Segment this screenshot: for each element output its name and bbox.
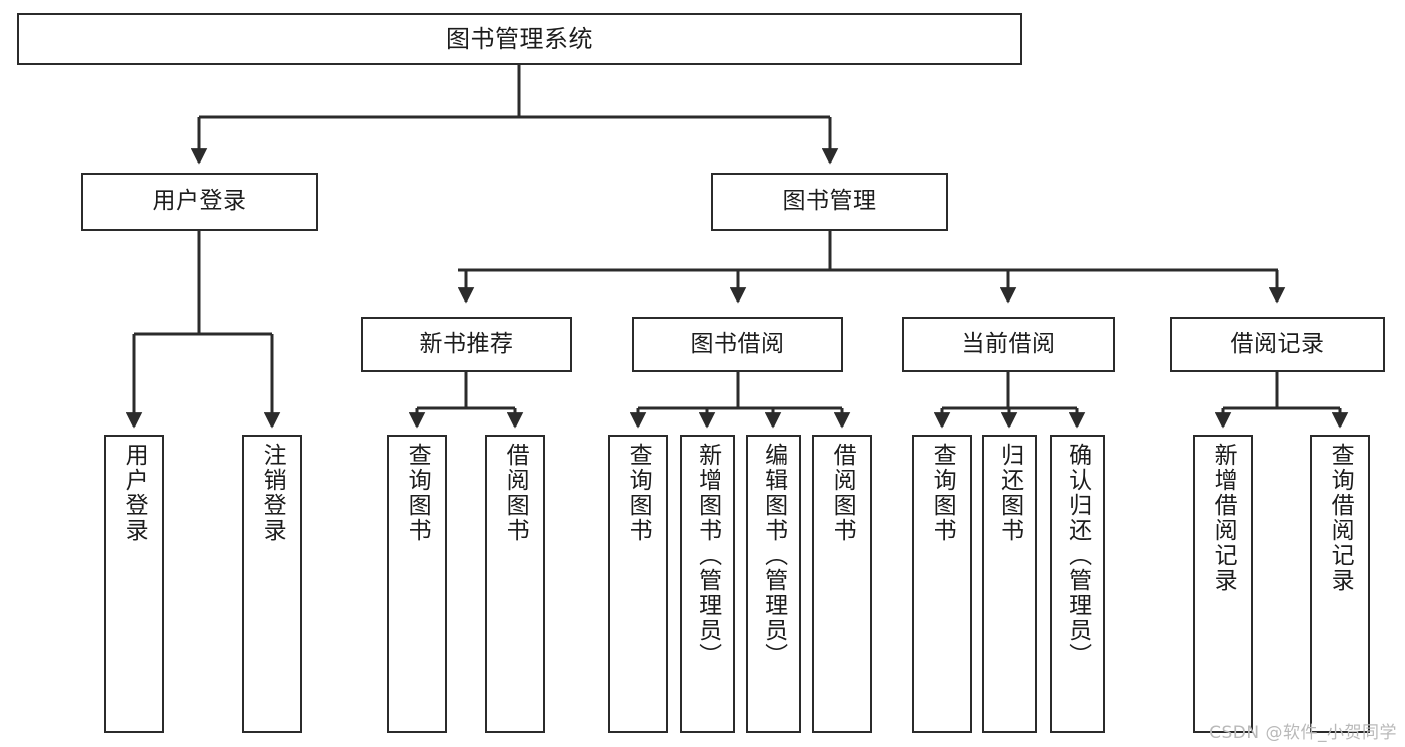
leaf-borrow-book-recommend[interactable]: 借阅图书 xyxy=(485,435,545,733)
leaf-borrow-book-label: 借阅图书 xyxy=(829,443,856,543)
node-user-login[interactable]: 用户登录 xyxy=(81,173,318,231)
node-book-borrow[interactable]: 图书借阅 xyxy=(632,317,843,372)
node-book-borrow-label: 图书借阅 xyxy=(690,330,785,357)
node-current-borrow-label: 当前借阅 xyxy=(961,330,1056,357)
leaf-logout[interactable]: 注销登录 xyxy=(242,435,302,733)
leaf-query-book-recommend[interactable]: 查询图书 xyxy=(387,435,447,733)
leaf-query-book-current-label: 查询图书 xyxy=(929,443,956,543)
leaf-query-book-current[interactable]: 查询图书 xyxy=(912,435,972,733)
leaf-query-borrow-record[interactable]: 查询借阅记录 xyxy=(1310,435,1370,733)
node-root[interactable]: 图书管理系统 xyxy=(17,13,1022,65)
leaf-logout-label: 注销登录 xyxy=(259,443,286,543)
leaf-return-book-label: 归还图书 xyxy=(996,443,1023,543)
leaf-confirm-return-admin-label: 确认归还（管理员） xyxy=(1064,443,1091,668)
leaf-query-borrow-record-label: 查询借阅记录 xyxy=(1327,443,1354,593)
node-book-management[interactable]: 图书管理 xyxy=(711,173,948,231)
leaf-add-book-admin-label: 新增图书（管理员） xyxy=(694,443,721,668)
leaf-edit-book-admin[interactable]: 编辑图书（管理员） xyxy=(746,435,801,733)
node-new-book-recommend-label: 新书推荐 xyxy=(419,330,514,357)
leaf-query-book-borrow-label: 查询图书 xyxy=(625,443,652,543)
node-book-management-label: 图书管理 xyxy=(782,188,877,215)
node-user-login-label: 用户登录 xyxy=(152,188,247,215)
leaf-add-borrow-record[interactable]: 新增借阅记录 xyxy=(1193,435,1253,733)
leaf-add-book-admin[interactable]: 新增图书（管理员） xyxy=(680,435,735,733)
leaf-query-book-recommend-label: 查询图书 xyxy=(404,443,431,543)
node-root-label: 图书管理系统 xyxy=(446,24,593,53)
leaf-user-login-label: 用户登录 xyxy=(121,443,148,543)
leaf-borrow-book-recommend-label: 借阅图书 xyxy=(502,443,529,543)
csdn-watermark: CSDN @软件_小贺同学 xyxy=(1209,723,1397,743)
leaf-edit-book-admin-label: 编辑图书（管理员） xyxy=(760,443,787,668)
leaf-add-borrow-record-label: 新增借阅记录 xyxy=(1210,443,1237,593)
node-new-book-recommend[interactable]: 新书推荐 xyxy=(361,317,572,372)
node-borrow-records[interactable]: 借阅记录 xyxy=(1170,317,1385,372)
leaf-borrow-book[interactable]: 借阅图书 xyxy=(812,435,872,733)
leaf-return-book[interactable]: 归还图书 xyxy=(982,435,1037,733)
leaf-query-book-borrow[interactable]: 查询图书 xyxy=(608,435,668,733)
leaf-confirm-return-admin[interactable]: 确认归还（管理员） xyxy=(1050,435,1105,733)
node-current-borrow[interactable]: 当前借阅 xyxy=(902,317,1115,372)
leaf-user-login[interactable]: 用户登录 xyxy=(104,435,164,733)
node-borrow-records-label: 借阅记录 xyxy=(1230,330,1325,357)
